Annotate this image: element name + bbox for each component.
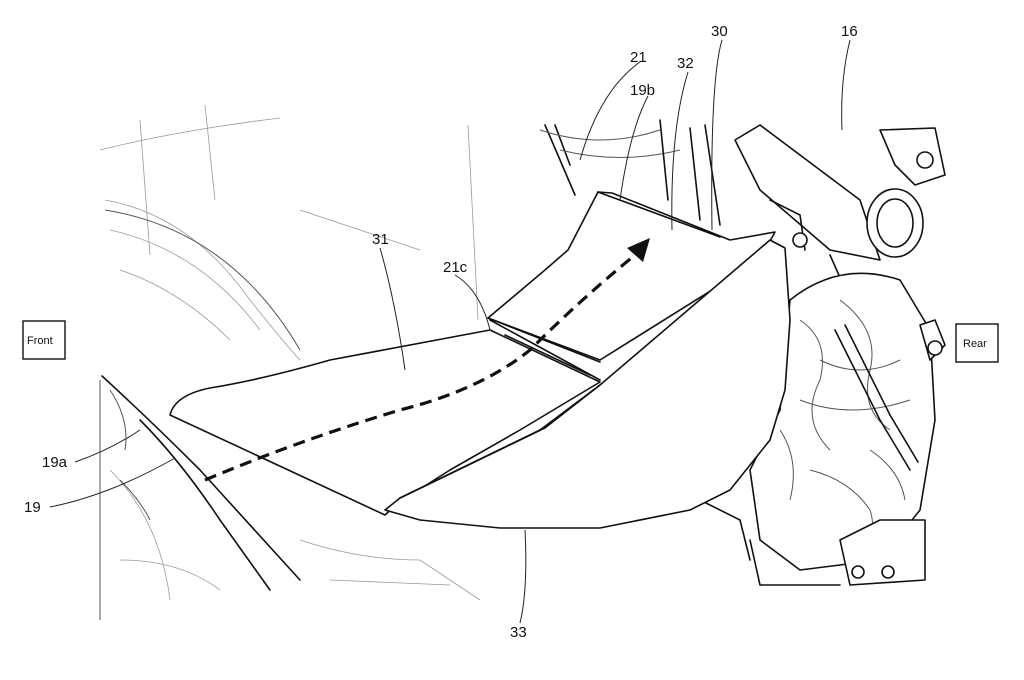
rear-label: Rear bbox=[963, 338, 987, 350]
leader-lines bbox=[49, 39, 851, 624]
label-19b: 19b bbox=[630, 82, 655, 99]
frame-tube-16 bbox=[734, 124, 946, 321]
background-sketch bbox=[99, 104, 481, 620]
label-21: 21 bbox=[630, 49, 647, 66]
label-16: 16 bbox=[841, 23, 858, 40]
front-label-box: Front bbox=[22, 320, 66, 360]
duct-side-panel-33 bbox=[384, 239, 791, 529]
reference-numerals: 16 30 21 32 19b 31 21c 19a 19 33 bbox=[24, 23, 858, 641]
duct-upper-panel-32 bbox=[487, 191, 776, 363]
label-33: 33 bbox=[510, 624, 527, 641]
label-30: 30 bbox=[711, 23, 728, 40]
label-19a: 19a bbox=[42, 454, 68, 471]
label-21c: 21c bbox=[443, 259, 468, 276]
label-31: 31 bbox=[372, 231, 389, 248]
rear-label-box: Rear bbox=[955, 323, 999, 363]
engine-area bbox=[699, 272, 946, 586]
cowl-21 bbox=[489, 119, 721, 381]
label-32: 32 bbox=[677, 55, 694, 72]
front-label: Front bbox=[27, 335, 53, 347]
airflow-arrow bbox=[204, 238, 650, 482]
label-19: 19 bbox=[24, 499, 41, 516]
fairing-19 bbox=[101, 375, 301, 591]
